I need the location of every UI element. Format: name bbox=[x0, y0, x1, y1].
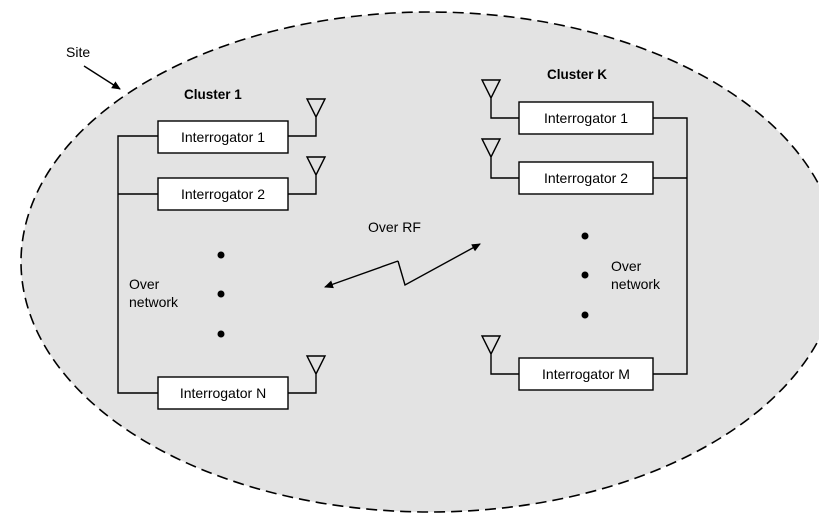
interrogator-box bbox=[157, 177, 289, 211]
interrogator-label: Interrogator 2 bbox=[181, 186, 265, 202]
antenna-icon bbox=[480, 79, 519, 119]
antenna-icon bbox=[288, 156, 327, 195]
ellipsis-dot bbox=[581, 311, 589, 319]
site-pointer-arrow bbox=[83, 65, 121, 90]
interrogator-box bbox=[518, 101, 654, 135]
interrogator-label: Interrogator 2 bbox=[544, 170, 628, 186]
interrogator-label: Interrogator 1 bbox=[181, 129, 265, 145]
site-label: Site bbox=[66, 44, 90, 60]
network-label: Over bbox=[129, 276, 160, 292]
ellipsis-dot bbox=[217, 330, 225, 338]
ellipsis-dot bbox=[581, 271, 589, 279]
rf-label: Over RF bbox=[368, 219, 421, 235]
interrogator-label: Interrogator M bbox=[542, 366, 630, 382]
cluster-k-network-bus bbox=[653, 117, 688, 375]
interrogator-box bbox=[518, 357, 654, 391]
site-boundary bbox=[20, 11, 819, 513]
rf-link-arrow bbox=[397, 243, 481, 287]
network-label: Over bbox=[611, 258, 642, 274]
rf-link-arrow bbox=[324, 260, 399, 289]
interrogator-box bbox=[157, 376, 289, 410]
cluster-1: Cluster 1 Interrogator 1 Interrogator 2 … bbox=[117, 87, 327, 410]
ellipsis-dot bbox=[217, 251, 225, 259]
network-label: network bbox=[611, 276, 661, 292]
cluster-1-network-bus bbox=[117, 135, 158, 394]
antenna-icon bbox=[480, 138, 519, 179]
cluster-1-title: Cluster 1 bbox=[184, 87, 242, 102]
interrogator-box bbox=[157, 120, 289, 154]
antenna-icon bbox=[480, 335, 519, 375]
interrogator-box bbox=[518, 161, 654, 195]
network-label: network bbox=[129, 294, 179, 310]
antenna-icon bbox=[288, 355, 327, 394]
interrogator-label: Interrogator 1 bbox=[544, 110, 628, 126]
ellipsis-dot bbox=[581, 232, 589, 240]
antenna-icon bbox=[288, 98, 327, 137]
cluster-k: Cluster K Interrogator 1 Interrogator 2 … bbox=[480, 67, 688, 391]
ellipsis-dot bbox=[217, 290, 225, 298]
interrogator-label: Interrogator N bbox=[180, 385, 266, 401]
cluster-k-title: Cluster K bbox=[547, 67, 607, 82]
